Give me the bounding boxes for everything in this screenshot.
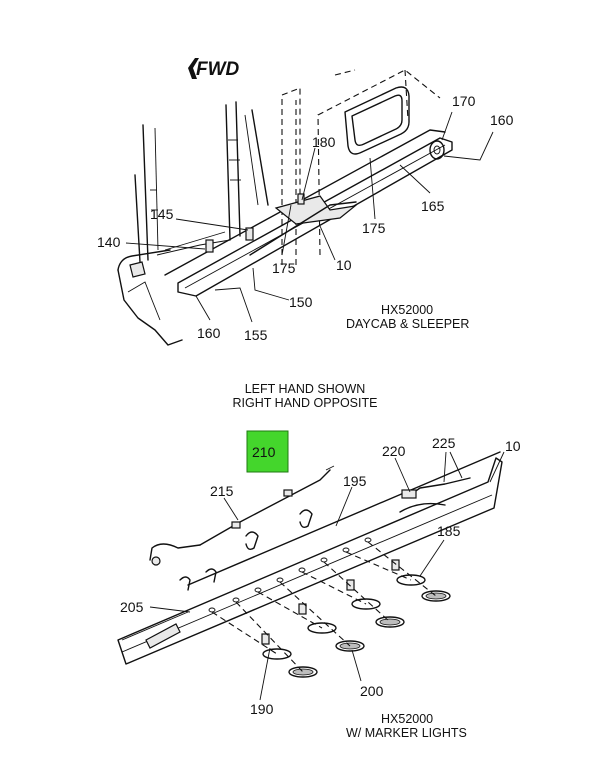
marker-light-assembly-view: 210 bbox=[117, 430, 521, 740]
callout-205[interactable]: 205 bbox=[120, 599, 144, 615]
rocker-panel-top bbox=[164, 129, 453, 297]
callout-210[interactable]: 210 bbox=[252, 444, 276, 460]
note-right-hand-opposite: RIGHT HAND OPPOSITE bbox=[233, 396, 378, 410]
assembly-guide-lines bbox=[211, 541, 437, 673]
bracket-220 bbox=[401, 489, 417, 499]
bottom-caption-model: HX52000 bbox=[381, 712, 433, 726]
orientation-note: LEFT HAND SHOWN RIGHT HAND OPPOSITE bbox=[233, 382, 378, 410]
rocker-panel-bottom bbox=[117, 451, 503, 665]
bottom-leader-lines bbox=[149, 451, 505, 701]
note-left-hand-shown: LEFT HAND SHOWN bbox=[245, 382, 366, 396]
bottom-caption-variant: W/ MARKER LIGHTS bbox=[346, 726, 467, 740]
cab-body-outline bbox=[281, 69, 441, 265]
callout-10-top[interactable]: 10 bbox=[336, 257, 352, 273]
harness-clips bbox=[179, 509, 313, 591]
end-cap-170 bbox=[429, 140, 445, 160]
callout-170[interactable]: 170 bbox=[452, 93, 476, 109]
top-leader-lines bbox=[125, 111, 494, 323]
callout-165[interactable]: 165 bbox=[421, 198, 445, 214]
callout-140[interactable]: 140 bbox=[97, 234, 121, 250]
wiring-harness bbox=[149, 465, 335, 566]
callout-200[interactable]: 200 bbox=[360, 683, 384, 699]
callout-155[interactable]: 155 bbox=[244, 327, 268, 343]
callout-160-top[interactable]: 160 bbox=[490, 112, 514, 128]
top-caption-variant: DAYCAB & SLEEPER bbox=[346, 317, 469, 331]
callout-175-right[interactable]: 175 bbox=[362, 220, 386, 236]
marker-lights bbox=[262, 574, 426, 660]
marker-light-connectors bbox=[261, 559, 400, 645]
callout-180[interactable]: 180 bbox=[312, 134, 336, 150]
fwd-label: FWD bbox=[196, 59, 240, 80]
callout-185[interactable]: 185 bbox=[437, 523, 461, 539]
callout-175-left[interactable]: 175 bbox=[272, 260, 296, 276]
forward-arrow-icon bbox=[188, 58, 199, 79]
callout-150[interactable]: 150 bbox=[289, 294, 313, 310]
top-caption-model: HX52000 bbox=[381, 303, 433, 317]
retainer-clips bbox=[205, 193, 305, 253]
callout-215[interactable]: 215 bbox=[210, 483, 234, 499]
callout-10-bottom[interactable]: 10 bbox=[505, 438, 521, 454]
marker-light-bezels bbox=[288, 590, 451, 678]
callout-210-highlight[interactable] bbox=[246, 430, 289, 473]
callout-190[interactable]: 190 bbox=[250, 701, 274, 717]
callout-145[interactable]: 145 bbox=[150, 206, 174, 222]
callout-225[interactable]: 225 bbox=[432, 435, 456, 451]
top-assembly-view: FWD bbox=[97, 58, 514, 346]
callout-220[interactable]: 220 bbox=[382, 443, 406, 459]
callout-195[interactable]: 195 bbox=[343, 473, 367, 489]
cab-window bbox=[344, 86, 410, 155]
callout-160-bottom[interactable]: 160 bbox=[197, 325, 221, 341]
rear-cab-panel bbox=[117, 249, 183, 346]
panel-mounting-holes bbox=[208, 537, 372, 613]
